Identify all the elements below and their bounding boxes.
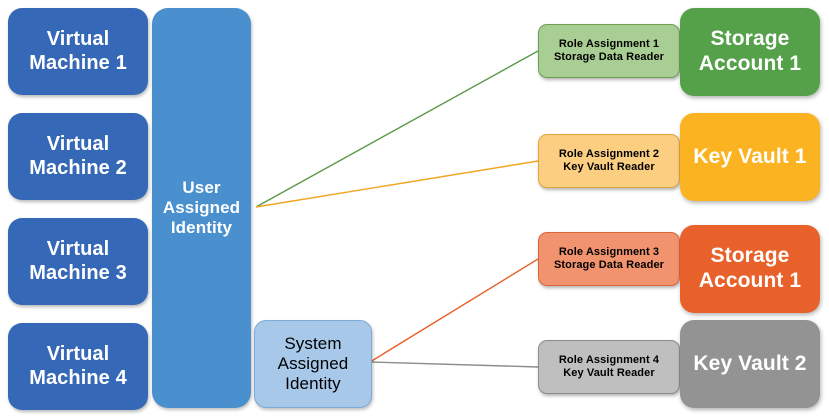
system-assigned-identity-label: System Assigned Identity bbox=[277, 333, 349, 394]
user-assigned-to-role-1 bbox=[255, 50, 539, 208]
role-assignment-box-2[interactable]: Role Assignment 2 Key Vault Reader bbox=[538, 134, 680, 188]
vm-label-1: Virtual Machine 1 bbox=[29, 27, 127, 74]
user-assigned-identity-box[interactable]: User Assigned Identity bbox=[152, 8, 251, 408]
system-assigned-to-role-3 bbox=[369, 258, 539, 363]
vm-box-3[interactable]: Virtual Machine 3 bbox=[8, 218, 148, 305]
resource-label-2: Key Vault 1 bbox=[693, 144, 807, 168]
resource-box-2[interactable]: Key Vault 1 bbox=[680, 113, 820, 201]
resource-label-1: Storage Account 1 bbox=[698, 27, 802, 75]
role-assignment-label-3: Role Assignment 3 Storage Data Reader bbox=[553, 246, 665, 271]
vm-label-2: Virtual Machine 2 bbox=[29, 132, 127, 179]
role-assignment-label-2: Role Assignment 2 Key Vault Reader bbox=[558, 148, 660, 173]
resource-box-3[interactable]: Storage Account 1 bbox=[680, 225, 820, 313]
role-assignment-box-4[interactable]: Role Assignment 4 Key Vault Reader bbox=[538, 340, 680, 394]
vm-label-4: Virtual Machine 4 bbox=[29, 342, 127, 389]
resource-label-4: Key Vault 2 bbox=[693, 351, 807, 375]
role-assignment-box-1[interactable]: Role Assignment 1 Storage Data Reader bbox=[538, 24, 680, 78]
vm-box-1[interactable]: Virtual Machine 1 bbox=[8, 8, 148, 95]
role-assignment-label-4: Role Assignment 4 Key Vault Reader bbox=[558, 354, 660, 379]
user-assigned-to-role-2 bbox=[255, 160, 539, 208]
resource-box-1[interactable]: Storage Account 1 bbox=[680, 8, 820, 96]
role-assignment-box-3[interactable]: Role Assignment 3 Storage Data Reader bbox=[538, 232, 680, 286]
system-assigned-identity-box[interactable]: System Assigned Identity bbox=[254, 320, 372, 408]
vm-label-3: Virtual Machine 3 bbox=[29, 237, 127, 284]
system-assigned-to-role-4 bbox=[369, 361, 539, 368]
user-assigned-identity-label: User Assigned Identity bbox=[162, 177, 241, 238]
resource-label-3: Storage Account 1 bbox=[698, 244, 802, 292]
vm-box-2[interactable]: Virtual Machine 2 bbox=[8, 113, 148, 200]
role-assignment-label-1: Role Assignment 1 Storage Data Reader bbox=[553, 38, 665, 63]
vm-box-4[interactable]: Virtual Machine 4 bbox=[8, 323, 148, 410]
resource-box-4[interactable]: Key Vault 2 bbox=[680, 320, 820, 408]
